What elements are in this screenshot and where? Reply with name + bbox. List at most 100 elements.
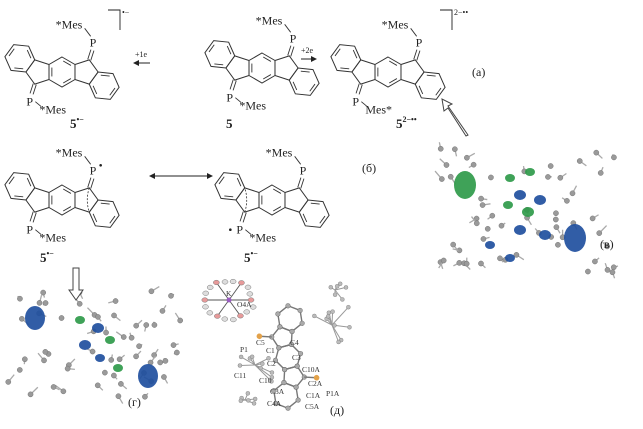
- atom-ball: [245, 391, 251, 396]
- crystal-label-c1a: C1A: [306, 391, 321, 400]
- mes-label: *Mes: [266, 145, 293, 159]
- orbital-lobe-green: [522, 207, 534, 217]
- crown-ether-potassium-complex: [201, 278, 257, 323]
- orbital-lobe-blue: [92, 323, 104, 333]
- atom-ball: [557, 174, 564, 181]
- five-ring-right: [274, 55, 299, 81]
- molecules: P*MesP*MesP*MesP*MesP*MesPMes*P*MesP*Mes…: [4, 13, 446, 245]
- atom-ball: [334, 284, 340, 289]
- mes-label: Mes*: [365, 103, 392, 117]
- atom-ball: [597, 170, 604, 176]
- k-o-bond: [205, 300, 229, 307]
- p-mes-bond: [84, 156, 92, 165]
- atom-ball: [76, 301, 83, 307]
- double-bond: [426, 74, 436, 77]
- atom-ball: [111, 372, 117, 379]
- atom-ball: [285, 405, 291, 411]
- double-bond: [8, 176, 15, 185]
- central-ring: [48, 56, 76, 88]
- c-p-double-bond: [358, 84, 363, 95]
- oxygen-atom: [238, 280, 245, 286]
- c-p-double-bond: [297, 177, 302, 188]
- phosphorus-label: P: [416, 35, 423, 49]
- crystal-label-c10a: C10A: [302, 365, 321, 374]
- atom-ball: [463, 260, 470, 267]
- crystal-label-o4a: O4A: [237, 300, 252, 309]
- benzo-ring-left: [4, 172, 36, 201]
- k-o-bond: [228, 282, 242, 301]
- orbital-lobe-blue: [505, 254, 515, 262]
- double-bond: [100, 202, 110, 205]
- atom-ball: [133, 322, 139, 329]
- c-p-double-bond: [239, 211, 244, 222]
- double-bond: [14, 195, 24, 198]
- bond: [314, 315, 333, 326]
- double-bond: [388, 78, 398, 84]
- mes-label: *Mes: [56, 17, 83, 31]
- phosphorus-label: P: [352, 95, 359, 109]
- potassium-atom: [226, 297, 232, 303]
- phosphorus-atom: [256, 333, 263, 340]
- atom-ball: [269, 370, 275, 375]
- atom-ball: [168, 293, 174, 299]
- phosphorus-label: P: [90, 163, 97, 177]
- atom-ball: [604, 267, 611, 273]
- bond: [331, 311, 334, 326]
- atom-ball: [116, 356, 123, 363]
- five-ring-left: [25, 187, 50, 213]
- oxygen-atom: [214, 313, 221, 319]
- central-ring: [48, 184, 76, 216]
- crystal-label-p1a: P1A: [326, 389, 340, 398]
- carbon-atom: [229, 278, 237, 285]
- c-p-double-bond: [32, 212, 37, 223]
- atom-ball: [103, 329, 109, 336]
- atom-ball: [328, 285, 333, 290]
- atom-ball: [569, 190, 576, 197]
- c-p-double-bond: [32, 84, 37, 95]
- orbital-lobe-green: [454, 171, 476, 199]
- double-bond: [292, 81, 298, 91]
- atom-ball: [128, 334, 135, 341]
- atom-ball: [470, 161, 477, 168]
- compound-label-radical-anion-top: 5•−: [70, 115, 84, 131]
- bracket-radical-anion: [108, 9, 121, 30]
- double-bond: [218, 176, 225, 185]
- atom-ball: [136, 343, 142, 349]
- atom-ball: [326, 314, 331, 319]
- orbital-lobe-blue: [95, 354, 105, 362]
- k-o-bond: [216, 282, 230, 301]
- atom-ball: [513, 252, 520, 258]
- benzo-ring-right: [414, 71, 446, 100]
- p-mes-bond: [294, 156, 302, 165]
- double-bond: [26, 177, 32, 187]
- five-ring-right: [400, 59, 425, 85]
- atom-ball: [102, 369, 108, 376]
- p-mes-bond: [35, 101, 42, 108]
- mes-label: *Mes: [39, 103, 66, 117]
- atom-ball: [332, 292, 338, 297]
- phosphorus-label: P: [90, 35, 97, 49]
- atom-ball: [479, 202, 486, 208]
- atom-ball: [143, 322, 150, 328]
- c-p-double-bond: [90, 178, 95, 189]
- spin-density-dianion: [434, 142, 619, 279]
- double-bond: [109, 215, 116, 224]
- double-bond: [310, 202, 320, 205]
- atom-ball: [275, 311, 281, 317]
- atom-ball: [273, 401, 279, 407]
- carbon-atom: [202, 290, 210, 296]
- benzo-ring-left: [204, 40, 236, 69]
- double-bond: [14, 67, 24, 70]
- phosphorus-label: P: [236, 223, 243, 237]
- double-bond: [272, 188, 282, 194]
- atom-ball: [473, 220, 480, 227]
- atom-ball: [40, 289, 46, 296]
- c-p-double-bond: [29, 83, 34, 94]
- c-p-double-bond: [355, 83, 360, 94]
- p-mes-bond: [35, 229, 42, 236]
- atom-ball: [456, 247, 463, 254]
- atom-ball: [545, 174, 551, 180]
